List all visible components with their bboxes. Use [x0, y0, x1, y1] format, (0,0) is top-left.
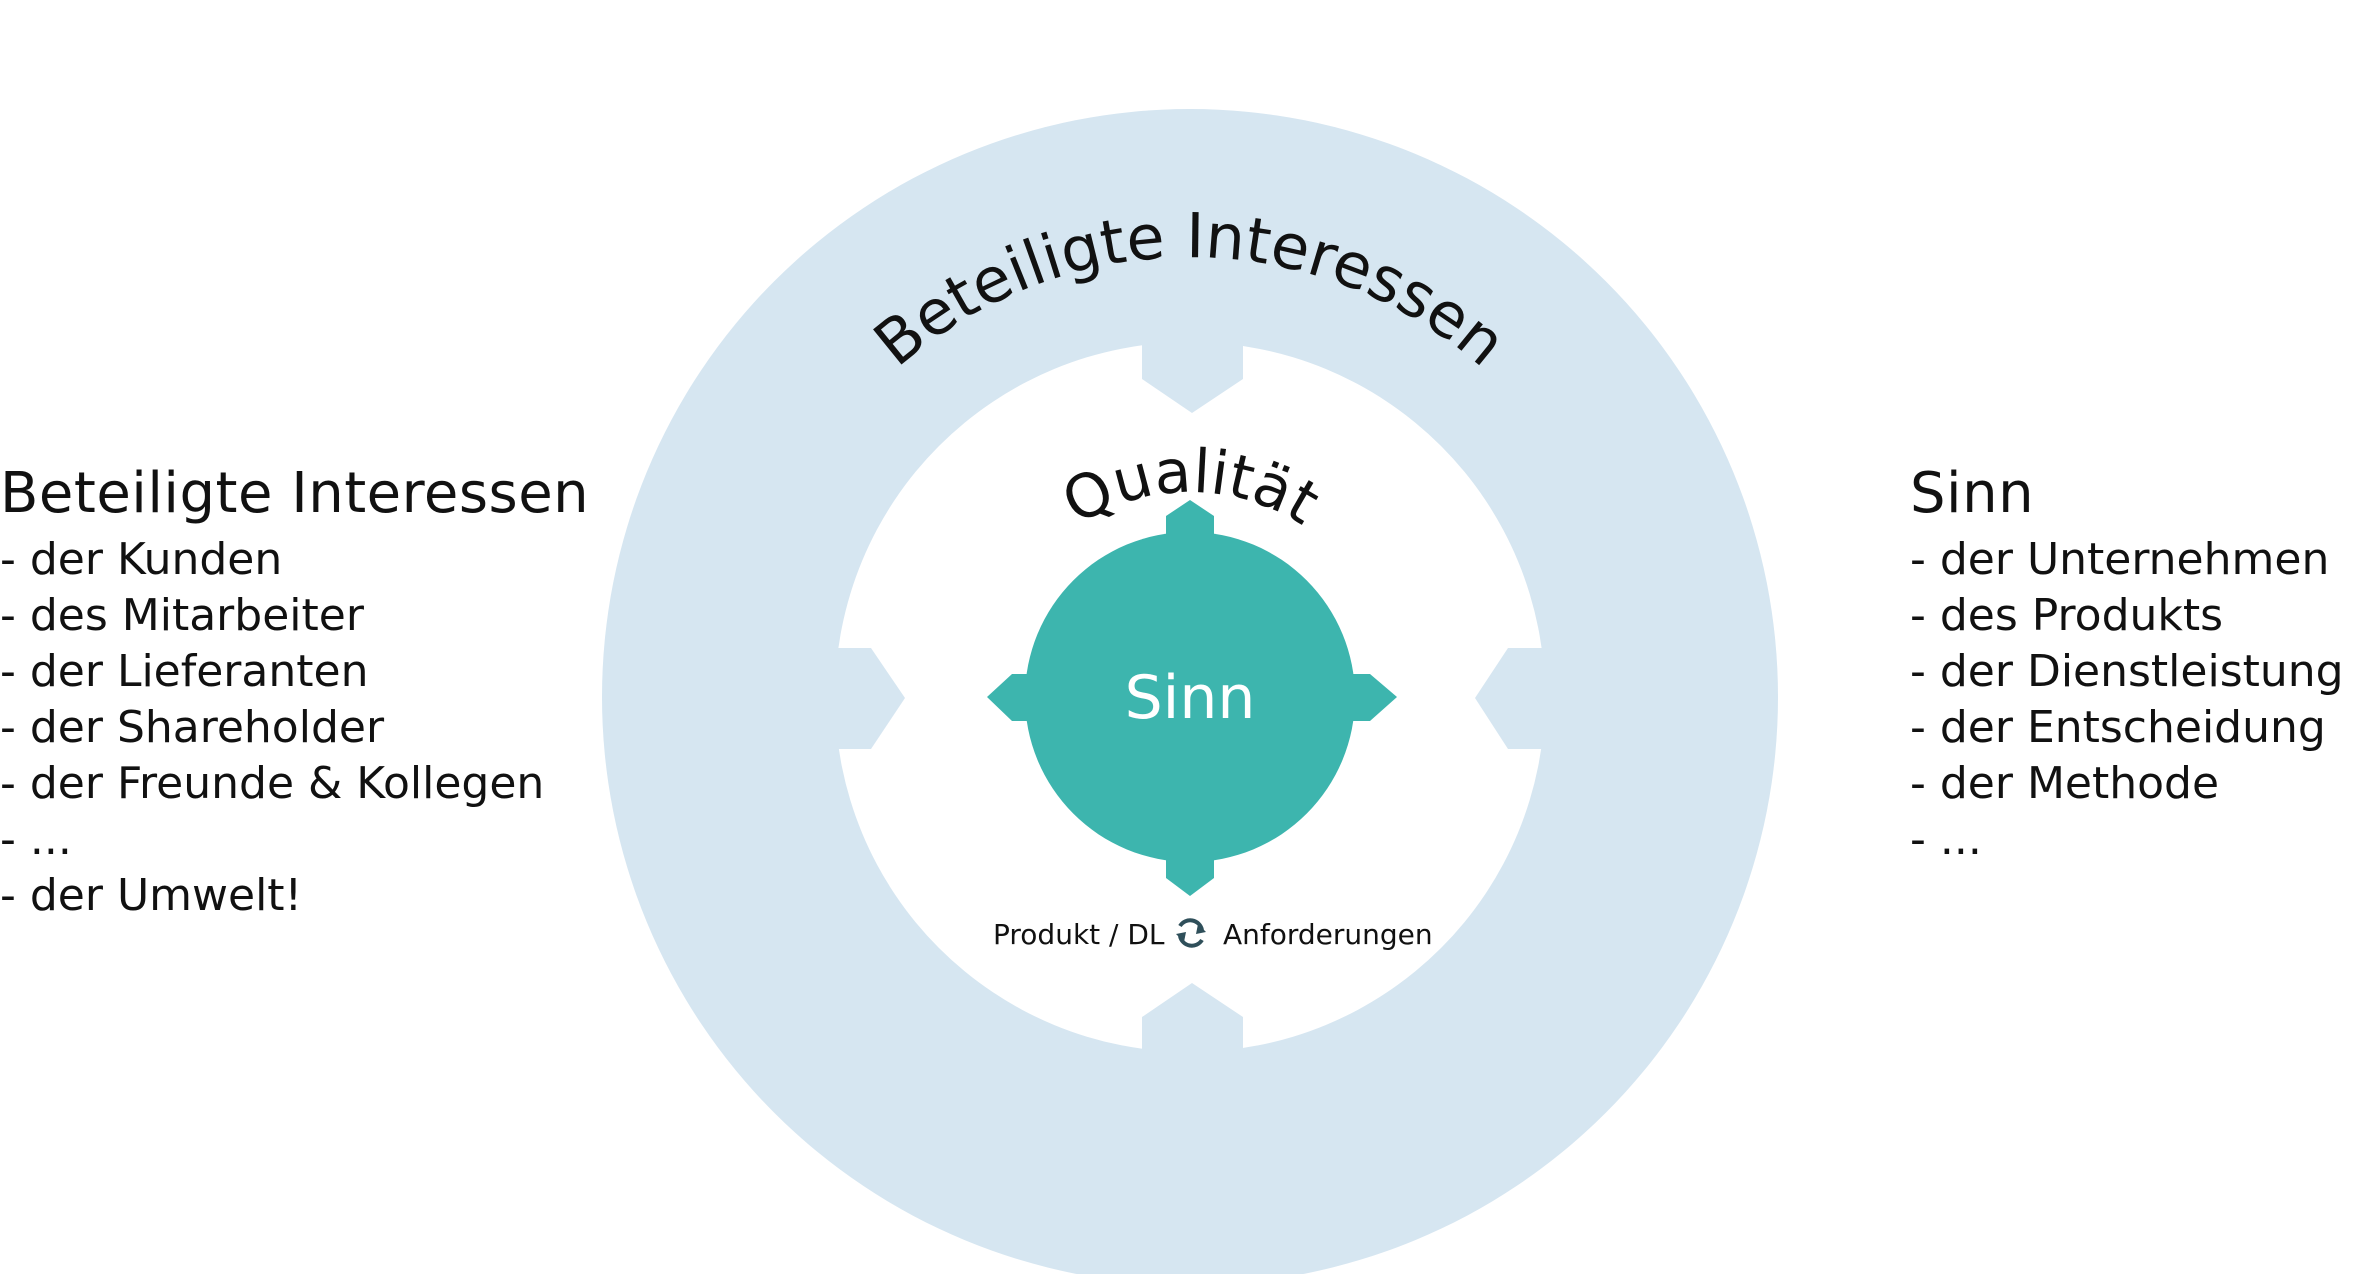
caption-product: Produkt / DL — [993, 918, 1165, 951]
ring-notch-bottom — [1142, 983, 1243, 1075]
core-arrow-down — [1166, 849, 1214, 896]
list-item: - des Mitarbeiter — [0, 590, 364, 641]
meaning-list: Sinn - der Unternehmen - des Produkts - … — [1910, 462, 2344, 868]
list-item: - der Freunde & Kollegen — [0, 758, 545, 809]
list-item: - der Entscheidung — [1910, 702, 2326, 753]
ring-notch-left — [820, 648, 905, 749]
core-arrow-up — [1166, 500, 1214, 545]
list-item: - der Umwelt! — [0, 870, 303, 921]
list-item: - der Kunden — [0, 534, 283, 585]
core-compass — [987, 500, 1397, 896]
stakeholder-list-title: Beteiligte Interessen — [0, 461, 590, 526]
list-item: - ... — [1910, 814, 1982, 865]
list-item: - der Methode — [1910, 758, 2220, 809]
core-label: Sinn — [1125, 663, 1256, 733]
core-arrow-right — [1345, 674, 1397, 721]
list-item: - der Shareholder — [0, 702, 385, 753]
meaning-list-title: Sinn — [1910, 461, 2035, 526]
list-item: - der Lieferanten — [0, 646, 369, 697]
ring-notch-top — [1142, 320, 1243, 413]
list-item: - des Produkts — [1910, 590, 2224, 641]
refresh-cycle-icon — [1176, 918, 1206, 948]
ring-notch-right — [1475, 648, 1560, 749]
list-item: - der Unternehmen — [1910, 534, 2330, 585]
list-item: - ... — [0, 814, 72, 865]
list-item: - der Dienstleistung — [1910, 646, 2344, 697]
core-arrow-left — [987, 674, 1035, 721]
caption-requirements: Anforderungen — [1223, 918, 1433, 951]
stakeholder-list: Beteiligte Interessen - der Kunden - des… — [0, 462, 589, 924]
